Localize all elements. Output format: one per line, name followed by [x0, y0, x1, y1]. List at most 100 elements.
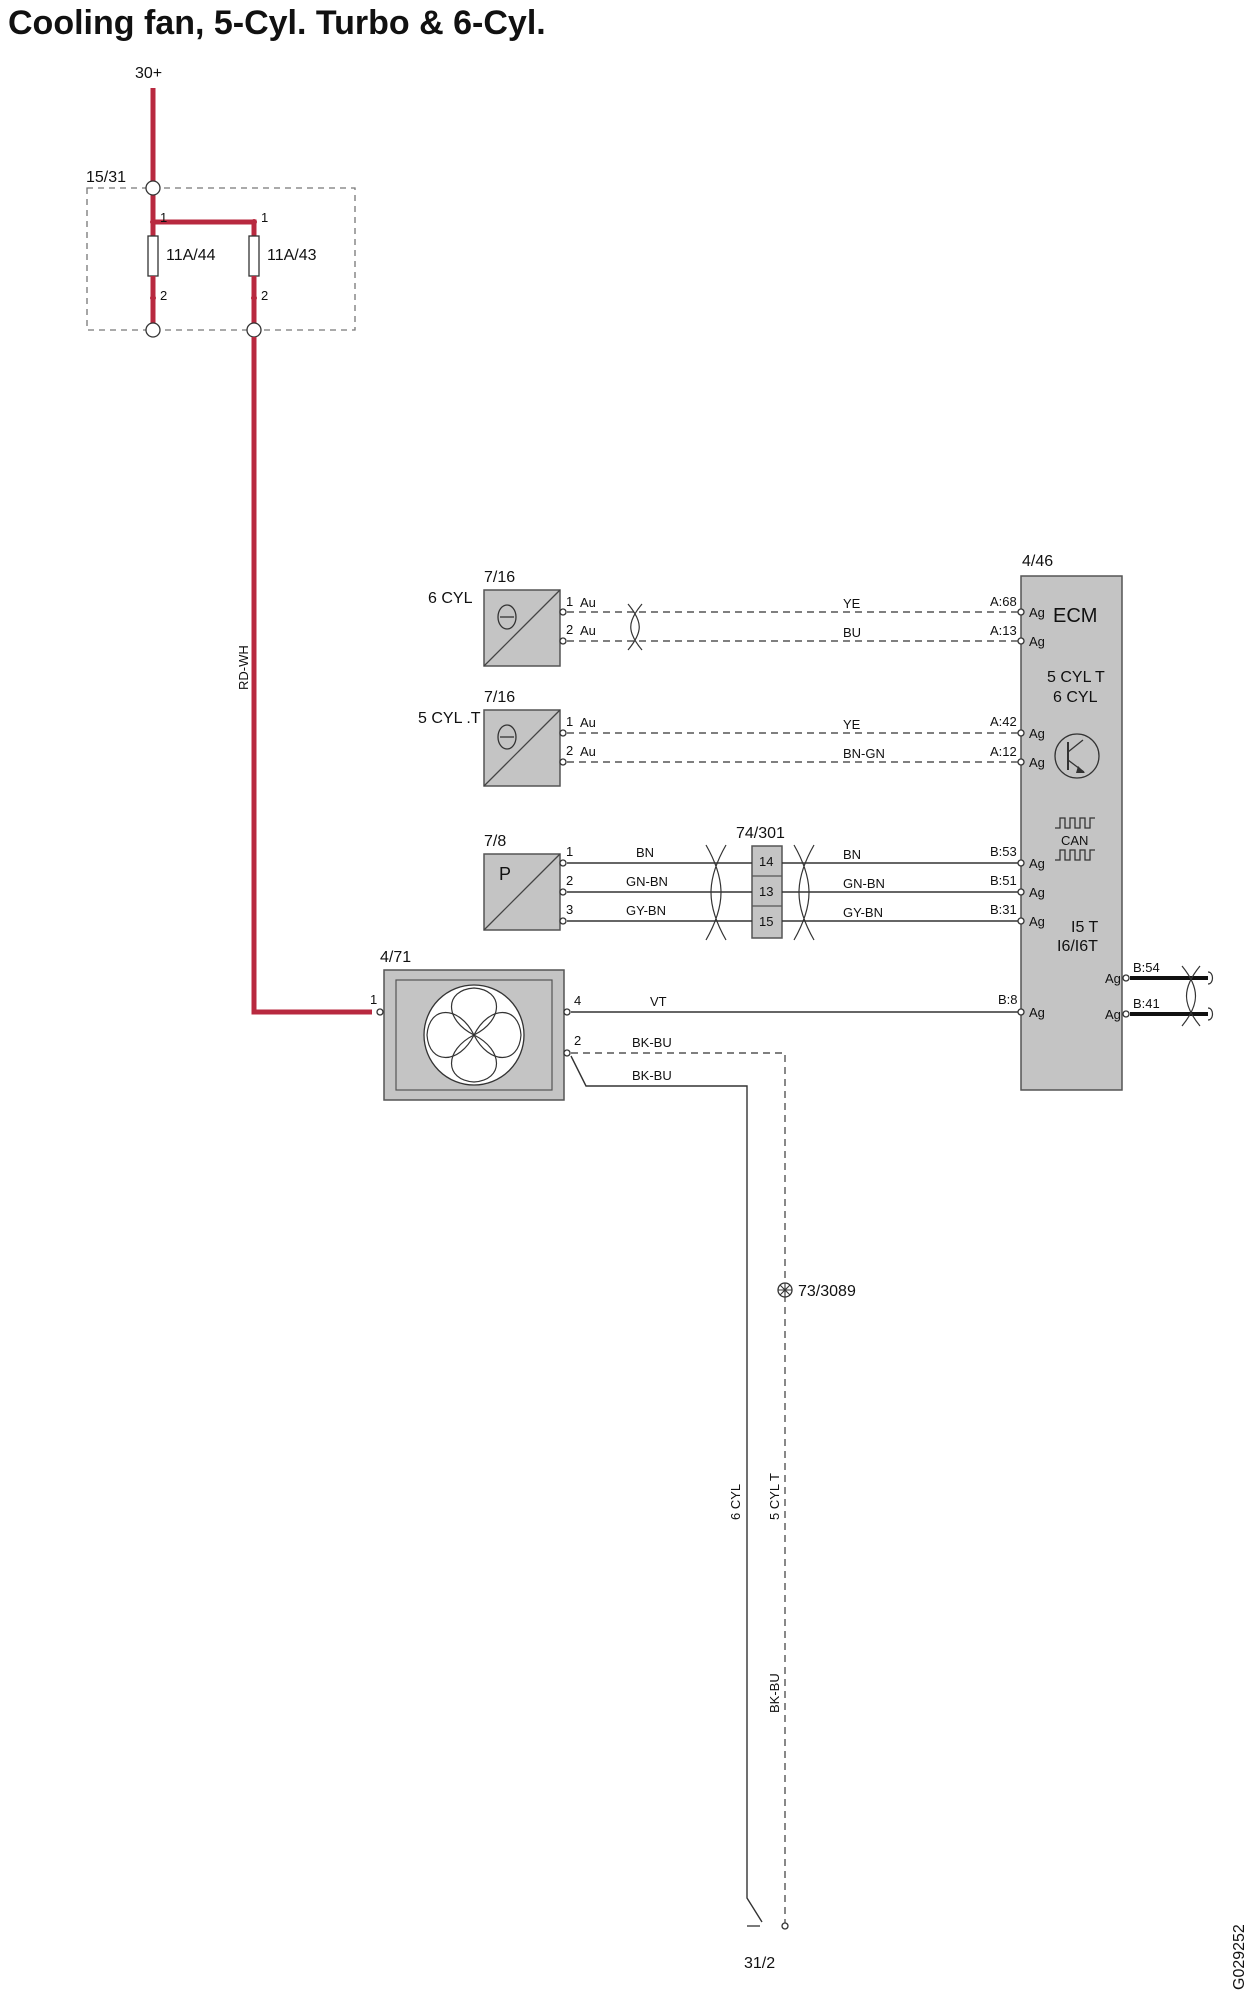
ground-label-5cyl: 5 CYL T	[767, 1473, 782, 1520]
fuse-bus	[150, 188, 257, 236]
pin	[781, 1922, 789, 1930]
fuse-symbol	[147, 235, 159, 277]
pressure-sensor: 7/8 P 74/301 14 13 15 1 2 3 BN GN-BN GY-…	[483, 825, 1045, 941]
ground-wire-5cyl	[571, 1052, 786, 1924]
pin-type: Au	[580, 623, 596, 638]
ecm-box	[1020, 575, 1123, 1091]
ecm-pin: B:53	[990, 844, 1017, 859]
can-bus: B:54 B:41 Ag Ag	[1105, 960, 1214, 1027]
ecm-pin: A:12	[990, 744, 1017, 759]
fan-ref: 4/71	[380, 949, 411, 966]
pin-type: Au	[580, 715, 596, 730]
supply-section: 30+	[135, 65, 162, 188]
terminal	[246, 322, 262, 338]
sensor-6cyl: 7/16 6 CYL 1 Au 2 Au YE BU A:68 A:13 Ag …	[428, 569, 1045, 667]
twisted-pair-icon	[1181, 965, 1201, 1027]
sensor-6cyl-variant: 6 CYL	[428, 590, 473, 607]
sensor-5cyl: 7/16 5 CYL .T 1 Au 2 Au YE BN-GN A:42 A:…	[418, 689, 1045, 787]
pin-num: 2	[566, 622, 573, 637]
temperature-sensor-icon	[497, 604, 517, 630]
pin-type: Au	[580, 744, 596, 759]
pin-num: 2	[566, 873, 573, 888]
pin-num: 1	[566, 594, 573, 609]
ecm-pin-type: Ag	[1029, 1005, 1045, 1020]
ground-wire-color: BK-BU	[767, 1673, 782, 1713]
pin-num: 3	[566, 902, 573, 917]
pin	[1017, 1008, 1025, 1016]
ecm-variant-b-2: I6/I6T	[1057, 938, 1098, 955]
sensor-5cyl-variant: 5 CYL .T	[418, 710, 481, 727]
fuse-pin-out: 2	[261, 288, 268, 303]
twisted-pair-icon	[627, 603, 643, 651]
supply-label: 30+	[135, 65, 162, 82]
wire-color: GN-BN	[626, 874, 668, 889]
connector-pin: 15	[759, 914, 773, 929]
pin	[559, 917, 567, 925]
document-id: G029252	[1231, 1924, 1248, 1990]
pin	[1122, 1010, 1130, 1018]
fuse-pin-in: 1	[160, 210, 167, 225]
pin	[1017, 859, 1025, 867]
can-label: CAN	[1061, 833, 1088, 848]
pin	[559, 729, 567, 737]
fuse-pin-in: 1	[261, 210, 268, 225]
fan-pin-ground: 2	[574, 1033, 581, 1048]
wire-color: VT	[650, 994, 667, 1009]
fuse-symbol	[248, 235, 260, 277]
fan-pin-signal: 4	[574, 993, 581, 1008]
can-pin: B:41	[1133, 996, 1160, 1011]
junction-dot	[251, 295, 257, 301]
wire-break-icon	[1207, 971, 1214, 1021]
ecm-pin-type: Ag	[1029, 885, 1045, 900]
wire-color: YE	[843, 717, 861, 732]
wire-color: BN	[636, 845, 654, 860]
ecm-pin-type: Ag	[1029, 856, 1045, 871]
pin	[559, 859, 567, 867]
fuse-label: 11A/43	[267, 247, 317, 264]
pin	[1017, 729, 1025, 737]
wire-color: YE	[843, 596, 861, 611]
pin	[1017, 608, 1025, 616]
pin-num: 1	[566, 714, 573, 729]
ecm-variant-a-2: 6 CYL	[1053, 689, 1098, 706]
pin	[376, 1008, 384, 1016]
wire-color: BN-GN	[843, 746, 885, 761]
pin	[1017, 888, 1025, 896]
rd-wh-wire	[251, 337, 372, 1015]
splice-label: 73/3089	[798, 1283, 856, 1300]
ground-wire-6cyl	[570, 1055, 763, 1923]
ecm-ref: 4/46	[1022, 553, 1053, 570]
fuse-label: 11A/44	[166, 247, 216, 264]
ground-point-label: 31/2	[744, 1955, 775, 1972]
transistor-icon	[1054, 733, 1100, 779]
twisted-wire-icon	[793, 844, 815, 941]
can-wires	[1130, 976, 1208, 1016]
pressure-sensor-ref: 7/8	[484, 833, 506, 850]
fusebox-label: 15/31	[86, 169, 126, 186]
temperature-sensor-icon	[497, 724, 517, 750]
page-title: Cooling fan, 5-Cyl. Turbo & 6-Cyl.	[8, 4, 546, 42]
junction-dot	[251, 219, 257, 225]
fan-pin-power: 1	[370, 992, 377, 1007]
connector-pin: 13	[759, 884, 773, 899]
junction-dot	[150, 219, 156, 225]
pin	[559, 888, 567, 896]
connector-pin: 14	[759, 854, 773, 869]
ground-label-6cyl: 6 CYL	[728, 1484, 743, 1520]
sensor-diagonal	[483, 853, 561, 931]
ecm-variant-a-1: 5 CYL T	[1047, 669, 1105, 686]
sensor-diagonal	[483, 709, 561, 787]
pin	[563, 1008, 571, 1016]
wire-color: BU	[843, 625, 861, 640]
cooling-fan: 4/71 1 4 VT B:8 Ag 2 BK-BU BK-BU	[370, 949, 1045, 1924]
ecm-pin-type: Ag	[1105, 971, 1121, 986]
ecm-pin: B:8	[998, 992, 1018, 1007]
ecm-pin: B:31	[990, 902, 1017, 917]
ground-section: 73/3089 6 CYL 5 CYL T BK-BU 31/2	[728, 1282, 856, 1972]
pin	[559, 758, 567, 766]
ecm-pin-type: Ag	[1029, 634, 1045, 649]
connector-ref: 74/301	[736, 825, 785, 842]
pin-num: 1	[566, 844, 573, 859]
pin	[1017, 917, 1025, 925]
